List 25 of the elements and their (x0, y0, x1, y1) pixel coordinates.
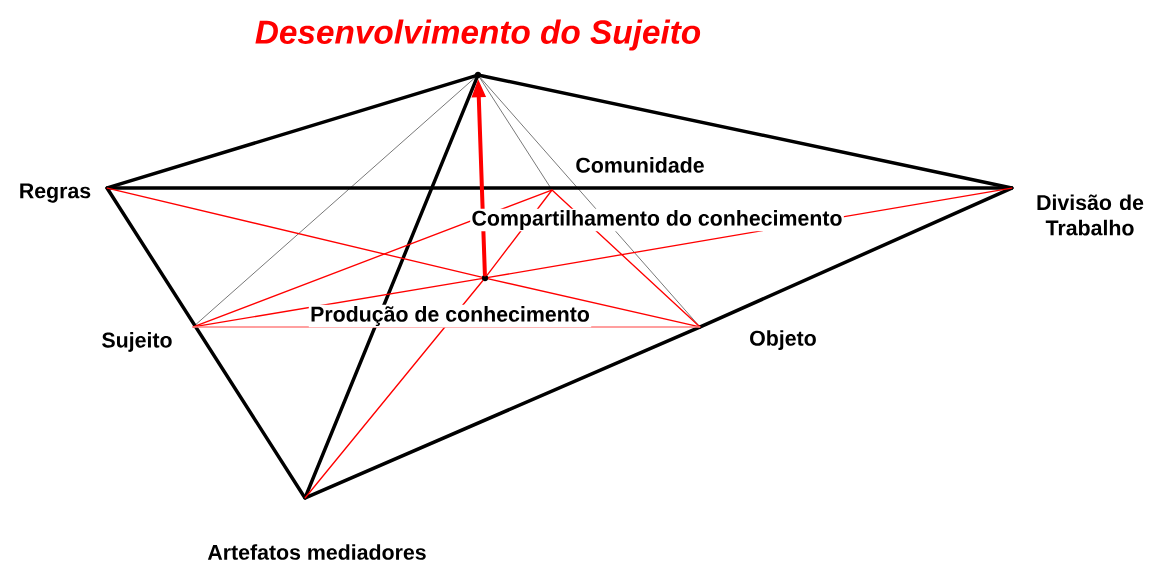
line (303, 76, 479, 500)
vertex-label: Artefatos mediadores (207, 544, 426, 560)
vertex-point (474, 71, 482, 79)
vertex-label: Sujeito (102, 332, 172, 352)
line (192, 189, 553, 328)
line (303, 325, 702, 500)
text-label: Compartilhamento do conhecimento (470, 208, 844, 232)
line (105, 186, 307, 500)
line (698, 186, 1014, 329)
line (479, 74, 1014, 190)
vertex-label: Divisão de Trabalho (1037, 194, 1144, 236)
line (193, 77, 476, 328)
line (192, 326, 701, 328)
vertex-label: Objeto (750, 330, 816, 350)
diagram-title: Desenvolvimento do Sujeito (255, 19, 701, 51)
line (106, 187, 483, 278)
line (479, 77, 553, 190)
text-label: Produção de conhecimento (308, 304, 592, 328)
line (105, 186, 1014, 190)
line (105, 74, 477, 190)
vertex-label: Regras (20, 183, 91, 203)
vertex-point (481, 274, 489, 282)
line (480, 77, 701, 327)
vertex-label: Comunidade (576, 157, 704, 173)
line (304, 280, 484, 499)
